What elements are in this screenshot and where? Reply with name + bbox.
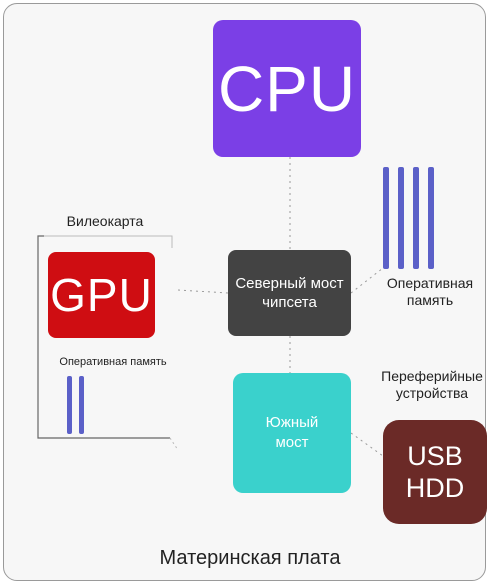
peripheral-hdd-label: HDD xyxy=(405,473,465,503)
cpu-block: CPU xyxy=(213,20,361,157)
gpu-bracket-tail xyxy=(169,437,179,451)
north-bridge-ram-link xyxy=(350,267,384,294)
gpu-block: GPU xyxy=(48,252,155,338)
ram-bar xyxy=(398,167,404,269)
peripherals-label: Переферийные устройства xyxy=(381,368,483,401)
north-bridge-label: Северный мост чипсета xyxy=(235,275,344,311)
north-bridge-block: Северный мост чипсета xyxy=(228,250,351,336)
gpu-memory-bar xyxy=(79,376,84,434)
ram-bar xyxy=(383,167,389,269)
peripherals-block: USB HDD xyxy=(383,420,487,524)
ram-label: Оперативная память xyxy=(386,275,474,308)
gpu-north-bridge-link xyxy=(177,289,229,294)
video-card-bracket xyxy=(37,235,170,439)
south-bridge-label: Южный мост xyxy=(265,414,319,451)
gpu-label: GPU xyxy=(50,269,153,321)
video-card-bracket-top xyxy=(44,235,173,248)
south-bridge-peripherals-link xyxy=(350,432,384,457)
gpu-memory-bar xyxy=(67,376,72,434)
gpu-memory-label: Оперативная память xyxy=(59,356,167,368)
cpu-label: CPU xyxy=(217,52,357,125)
ram-bar xyxy=(428,167,434,269)
peripheral-usb-label: USB xyxy=(407,441,463,471)
motherboard-label: Материнская плата xyxy=(159,547,341,569)
video-card-label: Вилеокарта xyxy=(66,213,144,229)
ram-bar xyxy=(413,167,419,269)
south-bridge-block: Южный мост xyxy=(233,373,351,493)
